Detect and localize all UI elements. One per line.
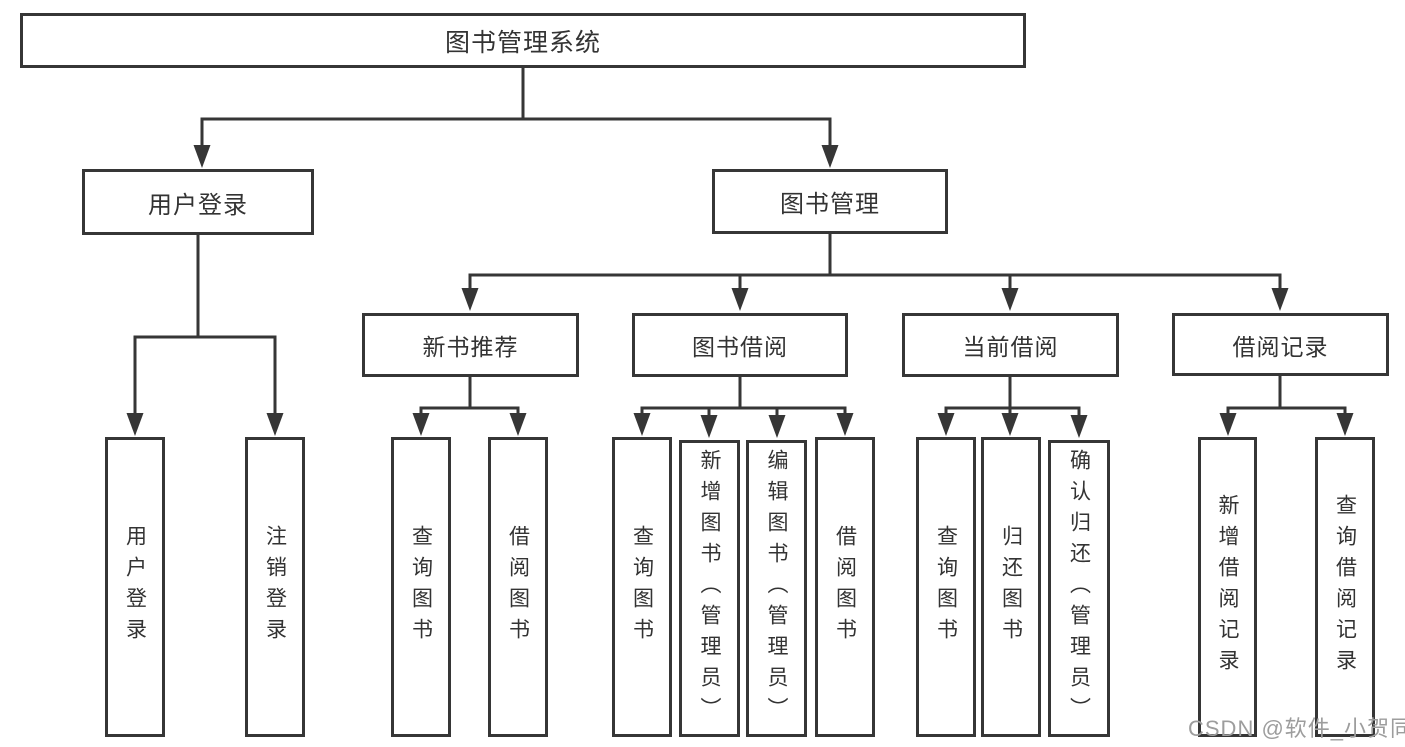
leaf-borrow-books-recommend: 借阅图书 [488,437,548,737]
arrow-down-icon [126,413,144,436]
leaf-edit-books-admin: 编辑图书（管理员） [746,440,807,737]
node-label: 查询图书 [409,525,433,649]
connector-lines [133,68,1347,416]
node-label: 新增图书（管理员） [698,449,721,728]
arrow-down-icon [461,288,479,311]
node-label: 新书推荐 [422,334,519,360]
leaf-borrow-books: 借阅图书 [815,437,875,737]
arrow-down-icon [266,413,284,436]
arrow-down-icon [700,415,718,438]
arrow-down-icon [731,288,749,311]
node-book-management: 图书管理 [712,169,948,234]
node-label: 借阅图书 [833,525,857,649]
node-label: 查询借阅记录 [1333,494,1357,680]
node-label: 用户登录 [148,191,248,219]
leaf-user-login: 用户登录 [105,437,165,737]
node-label: 借阅记录 [1232,333,1329,360]
node-label: 编辑图书（管理员） [765,449,788,728]
leaf-return-books: 归还图书 [981,437,1041,737]
node-label: 查询图书 [934,525,958,649]
leaf-add-books-admin: 新增图书（管理员） [679,440,740,737]
node-label: 确认归还（管理员） [1067,449,1091,728]
connector-line [468,273,1282,291]
node-borrowing-records: 借阅记录 [1172,313,1389,376]
connector-line [640,406,847,416]
node-book-borrowing: 图书借阅 [632,313,848,377]
leaf-query-books-current: 查询图书 [916,437,976,737]
arrow-down-icon [1001,288,1019,311]
csdn-watermark: CSDN @软件_小贺同学 [1188,716,1405,741]
arrow-down-icon [412,413,430,436]
connector-line [419,406,520,416]
arrow-down-icon [937,413,955,436]
arrow-down-icon [768,415,786,438]
node-user-login: 用户登录 [82,169,314,235]
node-label: 图书借阅 [692,334,788,360]
node-label: 借阅图书 [506,525,530,649]
connector-line [1226,406,1347,416]
node-label: 新增借阅记录 [1216,494,1239,680]
leaf-logout: 注销登录 [245,437,305,737]
leaf-query-books-borrow: 查询图书 [612,437,672,737]
arrow-down-icon [821,145,839,168]
arrow-down-icon [633,413,651,436]
arrow-down-icon [1001,413,1019,436]
node-new-book-recommend: 新书推荐 [362,313,579,377]
node-current-borrowing: 当前借阅 [902,313,1119,377]
node-label: 当前借阅 [962,334,1059,360]
arrow-down-icon [193,145,211,168]
leaf-add-borrow-record: 新增借阅记录 [1198,437,1257,737]
connector-line [133,335,277,416]
leaf-query-borrow-record: 查询借阅记录 [1315,437,1375,737]
arrow-down-icon [1219,413,1237,436]
node-root-book-management-system: 图书管理系统 [20,13,1026,68]
node-label: 注销登录 [263,525,287,649]
node-label: 图书管理系统 [444,28,601,57]
connector-line [944,406,1081,416]
connector-line [200,117,832,150]
leaf-confirm-return-admin: 确认归还（管理员） [1048,440,1110,737]
leaf-query-books-recommend: 查询图书 [391,437,451,737]
arrow-down-icon [1271,288,1289,311]
node-label: 用户登录 [123,525,147,649]
arrow-down-icon [1070,415,1088,438]
arrow-down-icon [836,413,854,436]
node-label: 查询图书 [630,525,654,649]
arrowheads [126,145,1354,438]
node-label: 图书管理 [780,191,880,218]
node-label: 归还图书 [999,525,1023,649]
arrow-down-icon [1336,413,1354,436]
arrow-down-icon [509,413,527,436]
